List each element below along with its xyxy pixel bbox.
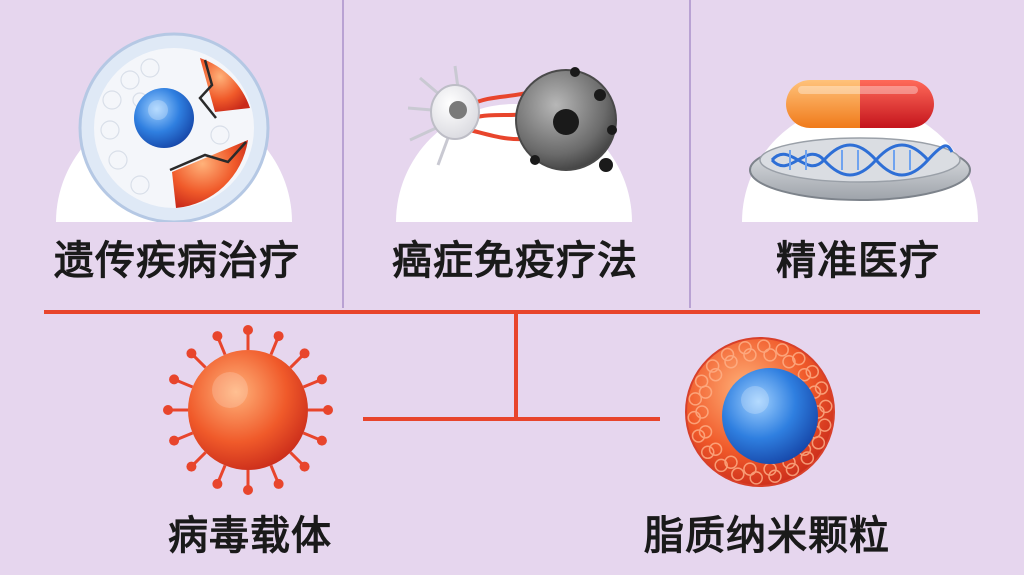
lipid-nanoparticle-icon <box>685 337 835 487</box>
label-cancer-immunotherapy: 癌症免疫疗法 <box>392 238 638 284</box>
virus-icon <box>163 325 333 495</box>
label-precision-medicine: 精准医疗 <box>776 238 940 284</box>
label-viral-vector: 病毒载体 <box>168 513 332 559</box>
capsule-dna-icon <box>742 80 978 222</box>
cell-repair-icon <box>56 32 292 222</box>
label-lipid-nanoparticle: 脂质纳米颗粒 <box>644 513 890 559</box>
immune-cell-attack-icon <box>396 65 632 222</box>
label-genetic-disease-therapy: 遗传疾病治疗 <box>54 238 300 284</box>
connector-lines <box>44 310 980 421</box>
